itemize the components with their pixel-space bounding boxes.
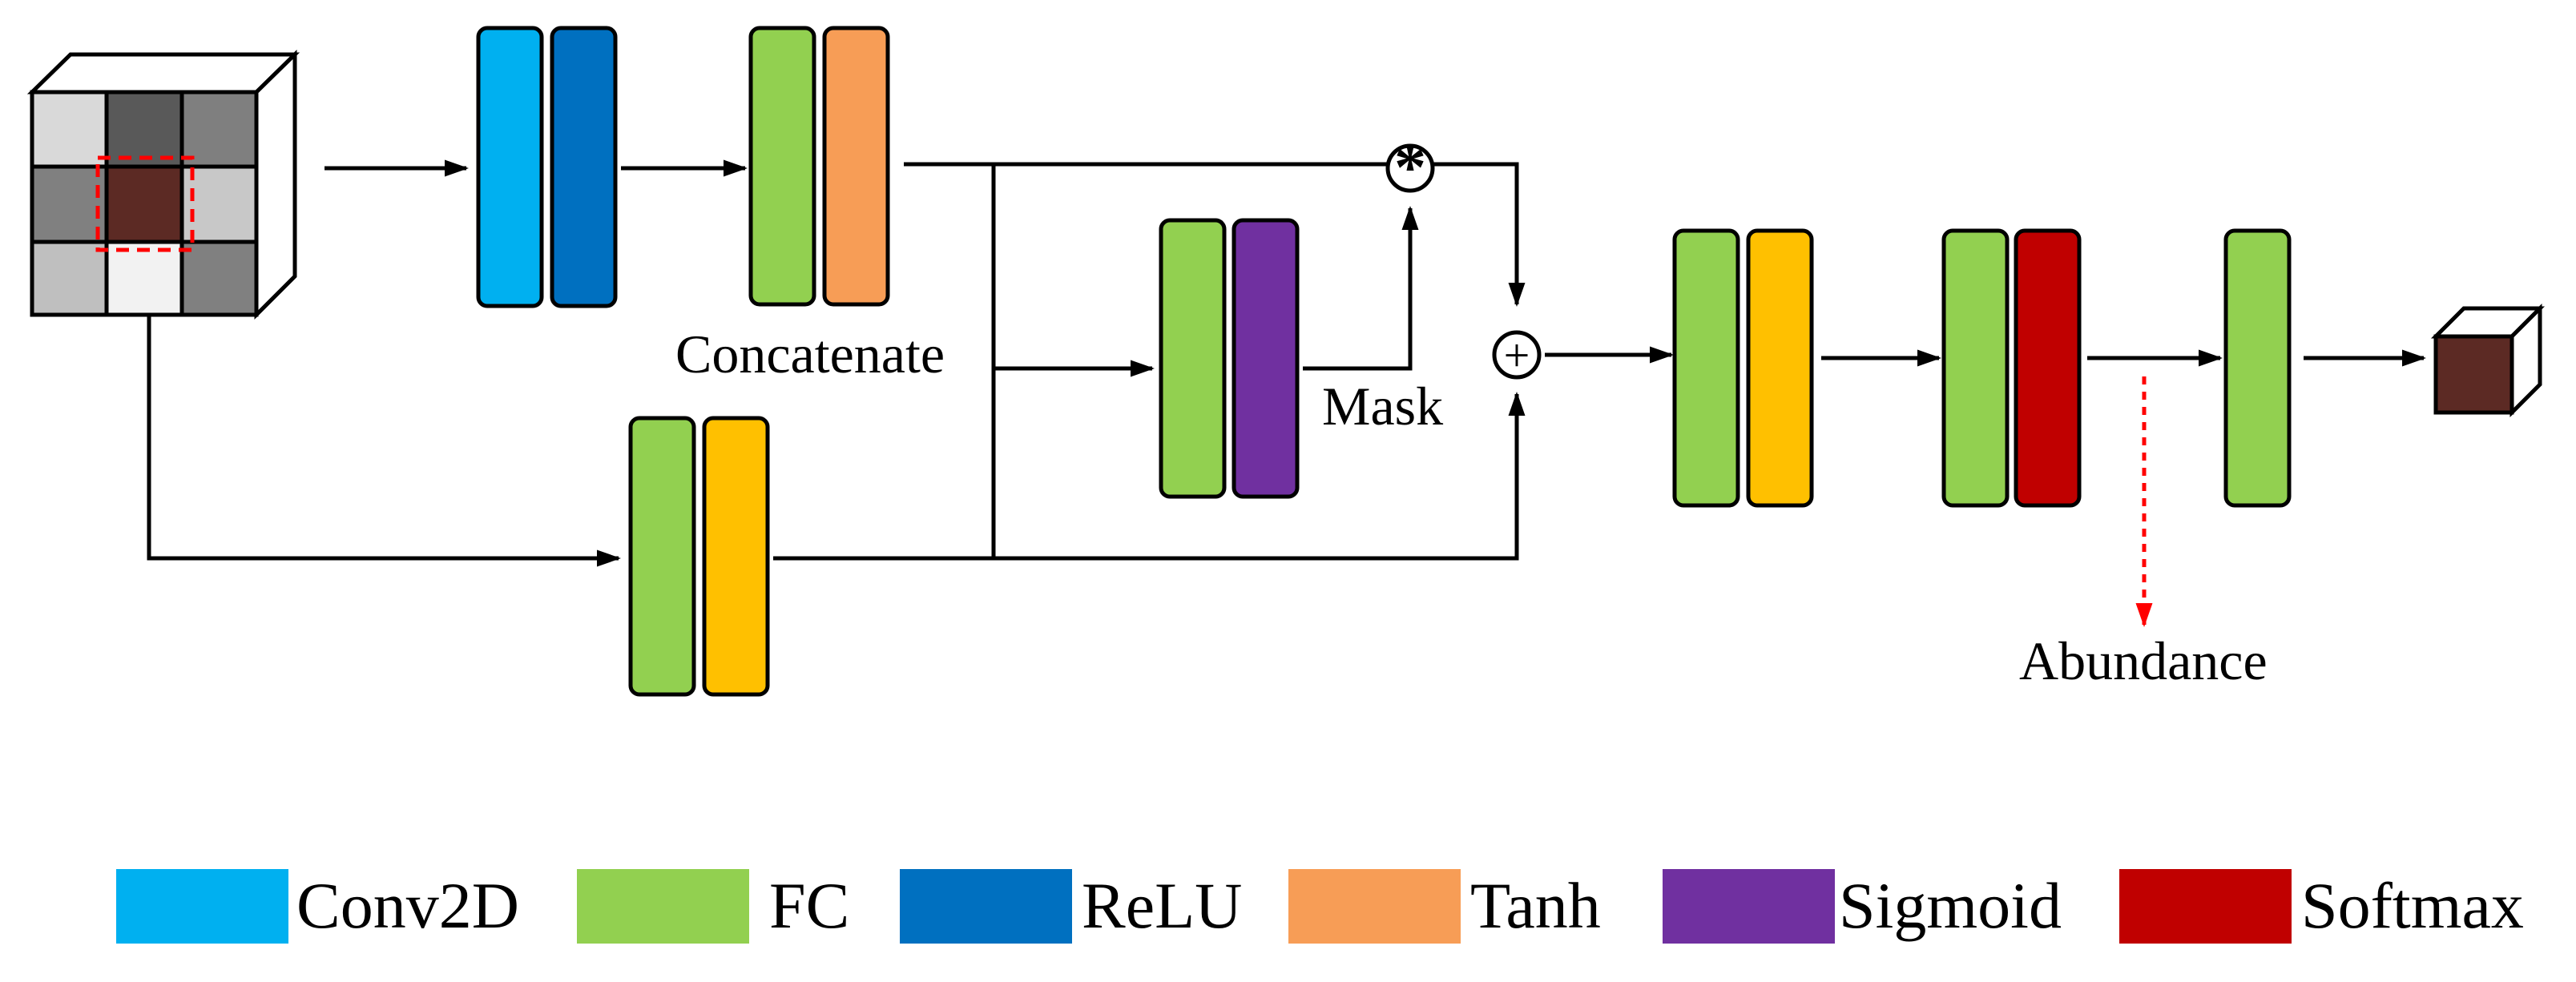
connections xyxy=(147,159,2426,567)
patch-cell xyxy=(182,92,256,167)
legend-swatch-sigmoid xyxy=(1663,869,1835,944)
legend-item-relu: ReLU xyxy=(900,869,1242,944)
cube-side-face xyxy=(254,50,297,320)
patch-cell xyxy=(32,92,107,167)
fc-layer xyxy=(1941,228,2010,508)
mask-label: Mask xyxy=(1322,376,1443,437)
center-pixel-highlight xyxy=(95,155,195,252)
patch-cell xyxy=(107,92,182,167)
legend-item-conv2d: Conv2D xyxy=(116,869,519,944)
legend-label-sigmoid: Sigmoid xyxy=(1839,869,2062,942)
legend-swatch-softmax xyxy=(2119,869,2292,944)
add-symbol: + xyxy=(1504,329,1530,381)
tanh-layer xyxy=(822,26,890,307)
legend-label-tanh: Tanh xyxy=(1470,869,1601,942)
patch-center-pixel xyxy=(107,167,182,242)
decoder-fc-layer xyxy=(2223,228,2292,508)
patch-cell xyxy=(182,242,256,315)
gold-layer xyxy=(1746,228,1814,508)
patch-cell xyxy=(107,242,182,315)
fc-layer xyxy=(1159,218,1227,499)
legend-swatch-tanh xyxy=(1288,869,1461,944)
branch-conv-relu xyxy=(476,26,618,308)
legend-label-conv2d: Conv2D xyxy=(296,869,519,942)
legend-item-fc: FC xyxy=(577,869,849,944)
branch-fc-tanh xyxy=(748,26,890,307)
softmax-layer xyxy=(2014,228,2082,508)
add-operator: + xyxy=(1492,329,1542,381)
spectral-fc-block xyxy=(628,416,770,697)
fusion-block xyxy=(1672,228,1814,508)
fc-layer xyxy=(628,416,696,697)
output-pixel xyxy=(2433,334,2514,415)
legend: Conv2D FC ReLU Tanh Sigmoid Softmax xyxy=(116,869,2524,944)
softmax-block xyxy=(1941,228,2082,508)
legend-label-fc: FC xyxy=(769,869,849,942)
legend-swatch-relu xyxy=(900,869,1072,944)
concatenate-label: Concatenate xyxy=(675,324,945,384)
patch-cell xyxy=(32,242,107,315)
patch-cell xyxy=(32,167,107,242)
fc-layer xyxy=(748,26,816,307)
relu-layer xyxy=(550,26,618,308)
legend-item-sigmoid: Sigmoid xyxy=(1663,869,2062,944)
legend-swatch-fc xyxy=(577,869,749,944)
legend-swatch-conv2d xyxy=(116,869,288,944)
cube-top-face xyxy=(26,52,300,95)
multiply-symbol: * xyxy=(1394,133,1426,203)
multiply-operator: * xyxy=(1385,133,1435,203)
sigmoid-layer xyxy=(1232,218,1300,499)
legend-item-tanh: Tanh xyxy=(1288,869,1601,944)
abundance-label: Abundance xyxy=(2019,630,2268,691)
mask-block xyxy=(1159,218,1300,499)
conv2d-layer xyxy=(476,26,544,308)
output-pixel-cube xyxy=(2430,303,2546,418)
legend-item-softmax: Softmax xyxy=(2119,869,2524,944)
fc-layer xyxy=(1672,228,1740,508)
legend-label-relu: ReLU xyxy=(1082,869,1242,942)
gold-layer xyxy=(702,416,770,697)
legend-label-softmax: Softmax xyxy=(2301,869,2524,942)
input-patch-cube xyxy=(26,50,300,320)
